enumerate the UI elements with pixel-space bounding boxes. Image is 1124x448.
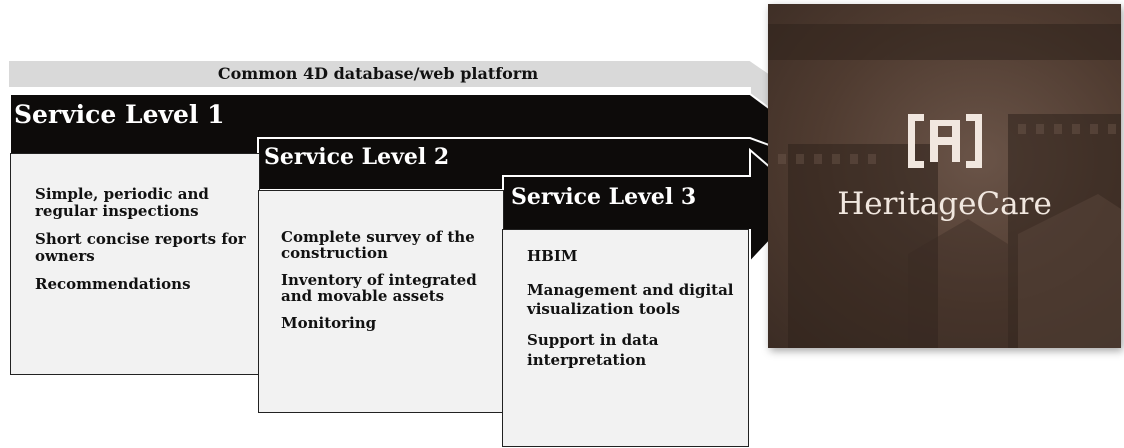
level-2-item: Monitoring	[281, 314, 377, 332]
level-3-box: HBIM Management and digital visualizatio…	[502, 229, 749, 447]
level-3-item: HBIM	[527, 247, 578, 265]
level-2-item: Inventory of integrated and movable asse…	[281, 271, 477, 305]
level-1-title: Service Level 1	[14, 100, 225, 129]
level-1-item: Recommendations	[35, 275, 191, 293]
heritagecare-logo-icon	[908, 114, 982, 168]
heritagecare-brand-name: HeritageCare	[837, 186, 1052, 222]
level-3-item: Management and digital visualization too…	[527, 281, 734, 318]
level-1-item: Short concise reports for owners	[35, 230, 246, 265]
level-2-item: Complete survey of the construction	[281, 228, 475, 262]
level-2-title: Service Level 2	[264, 144, 450, 170]
level-3-title: Service Level 3	[511, 184, 697, 210]
heritagecare-brand-card: HeritageCare	[768, 4, 1121, 348]
level-1-box: Simple, periodic and regular inspections…	[10, 153, 260, 375]
level-1-item: Simple, periodic and regular inspections	[35, 185, 209, 220]
level-3-item: Support in data interpretation	[527, 331, 659, 369]
level-2-box: Complete survey of the construction Inve…	[258, 190, 504, 413]
platform-label: Common 4D database/web platform	[217, 64, 539, 83]
castle-background-image	[768, 24, 1121, 348]
